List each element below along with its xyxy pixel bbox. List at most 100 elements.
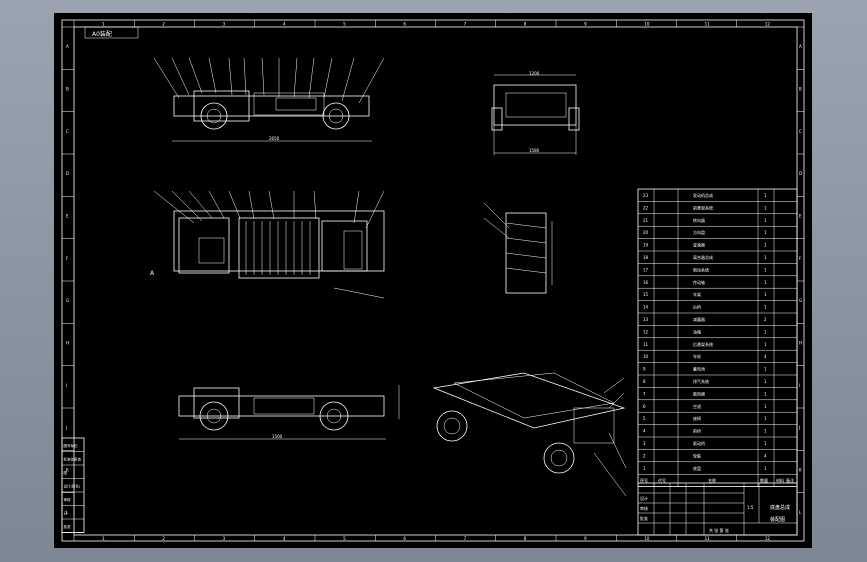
bom-row-number: 1 — [643, 466, 646, 471]
title-block[interactable]: 底盘总成 装配图 1:5 设计 审核 批准 共 张 第 张 — [637, 482, 798, 536]
zone-row-label: B — [66, 87, 69, 92]
zone-row-label: G — [799, 298, 802, 303]
bom-row-name: 车架 — [693, 291, 701, 297]
svg-text:1580: 1580 — [529, 148, 540, 153]
isometric-view-drawing[interactable] — [432, 372, 627, 497]
bom-row-name: 后桥 — [693, 304, 701, 310]
bom-row-name: 排气系统 — [693, 378, 709, 384]
designer-label: 设计 — [640, 495, 648, 501]
outer-border — [61, 19, 805, 542]
front-view-drawing[interactable]: 1200 1580 — [491, 71, 580, 155]
bom-row-number: 6 — [643, 404, 646, 409]
bom-row-name: 油箱 — [693, 328, 701, 334]
bom-row-number: 12 — [643, 329, 649, 334]
bom-row-number: 15 — [643, 292, 649, 297]
zone-row-label: E — [66, 214, 69, 219]
bom-row-qty: 1 — [764, 230, 767, 235]
bom-row-qty: 1 — [764, 416, 767, 421]
bom-row-number: 11 — [643, 342, 649, 347]
zone-col-label: 10 — [644, 536, 650, 541]
zone-col-label: 2 — [162, 22, 165, 27]
bom-row-qty: 1 — [764, 305, 767, 310]
bom-row-qty: 1 — [764, 218, 767, 223]
drawing-number: 装配图 — [770, 516, 785, 523]
bom-row-qty: 1 — [764, 391, 767, 396]
bom-row-qty: 1 — [764, 367, 767, 372]
sheet-tag: A0装配 — [92, 30, 112, 38]
bom-row-qty: 1 — [764, 329, 767, 334]
bom-header-cell: 代号 — [658, 477, 666, 483]
checker-label: 审核 — [640, 505, 648, 511]
approver-label: 批准 — [640, 515, 648, 521]
zone-col-label: 9 — [584, 22, 587, 27]
bom-row-qty: 1 — [764, 441, 767, 446]
bom-row-qty: 1 — [764, 193, 767, 198]
zone-row-label: I — [66, 383, 67, 388]
bom-row-qty: 1 — [764, 466, 767, 471]
zone-col-label: 8 — [524, 22, 527, 27]
bom-row-name: 离合器总成 — [693, 254, 713, 260]
bom-row-qty: 4 — [764, 354, 767, 359]
svg-text:1500: 1500 — [272, 434, 283, 439]
bom-row-qty: 1 — [764, 255, 767, 260]
signature-row-label: 设计(签名) — [64, 484, 81, 489]
bom-row-qty: 4 — [764, 453, 767, 458]
bom-row-number: 21 — [643, 218, 649, 223]
bom-header-cell: 名称 — [708, 477, 716, 483]
zone-col-label: 6 — [403, 22, 406, 27]
bom-row-number: 9 — [643, 367, 646, 372]
elevation-view-drawing[interactable]: 1500 — [178, 385, 400, 440]
zone-col-label: 3 — [223, 536, 226, 541]
zone-row-label: A — [66, 44, 69, 49]
bom-header-cell: 数量 — [760, 477, 768, 483]
side-view-drawing[interactable]: 2650 — [153, 57, 385, 142]
bom-row-name: 传动轴 — [693, 279, 705, 285]
bom-row-qty: 1 — [764, 243, 767, 248]
zone-col-label: 2 — [162, 536, 165, 541]
zone-row-label: C — [799, 129, 802, 134]
bom-row-number: 16 — [643, 280, 649, 285]
signature-row-label: 批准 — [64, 524, 71, 529]
bom-row-qty: 1 — [764, 404, 767, 409]
bom-row-number: 17 — [643, 267, 649, 272]
bom-row-name: 蓄电池 — [693, 366, 705, 372]
bom-row-number: 2 — [643, 453, 646, 458]
bom-row-qty: 1 — [764, 205, 767, 210]
bom-row-name: 后悬架系统 — [693, 341, 713, 347]
bom-row-number: 19 — [643, 243, 649, 248]
zone-col-label: 9 — [584, 536, 587, 541]
bom-row-name: 座椅 — [693, 415, 701, 421]
bom-row-name: 散热器 — [693, 390, 705, 396]
bom-header-cell: 备注 — [786, 477, 794, 483]
signature-row-label: 日 — [64, 512, 68, 516]
zone-col-label: 12 — [765, 536, 771, 541]
section-view-drawing[interactable] — [483, 202, 553, 294]
bom-row-number: 14 — [643, 305, 649, 310]
zone-row-label: F — [66, 256, 69, 261]
zone-col-label: 1 — [102, 22, 105, 27]
signature-row-label: 标准化审查 — [64, 457, 82, 462]
bom-row-number: 18 — [643, 255, 649, 260]
plan-view-drawing[interactable]: A — [150, 190, 385, 299]
inner-border — [73, 26, 798, 536]
signature-row-label: 审核 — [64, 497, 71, 502]
bom-row-qty: 2 — [764, 317, 767, 322]
zone-row-label: H — [799, 341, 802, 346]
svg-text:A: A — [150, 270, 155, 277]
zone-col-label: 4 — [283, 536, 286, 541]
zone-col-label: 8 — [524, 536, 527, 541]
bom-row-qty: 1 — [764, 267, 767, 272]
bom-row-number: 20 — [643, 230, 649, 235]
bom-row-name: 前悬架系统 — [693, 204, 713, 210]
bom-row-number: 7 — [643, 391, 646, 396]
bom-row-qty: 1 — [764, 429, 767, 434]
zone-col-label: 11 — [705, 536, 711, 541]
zone-col-label: 7 — [464, 536, 467, 541]
